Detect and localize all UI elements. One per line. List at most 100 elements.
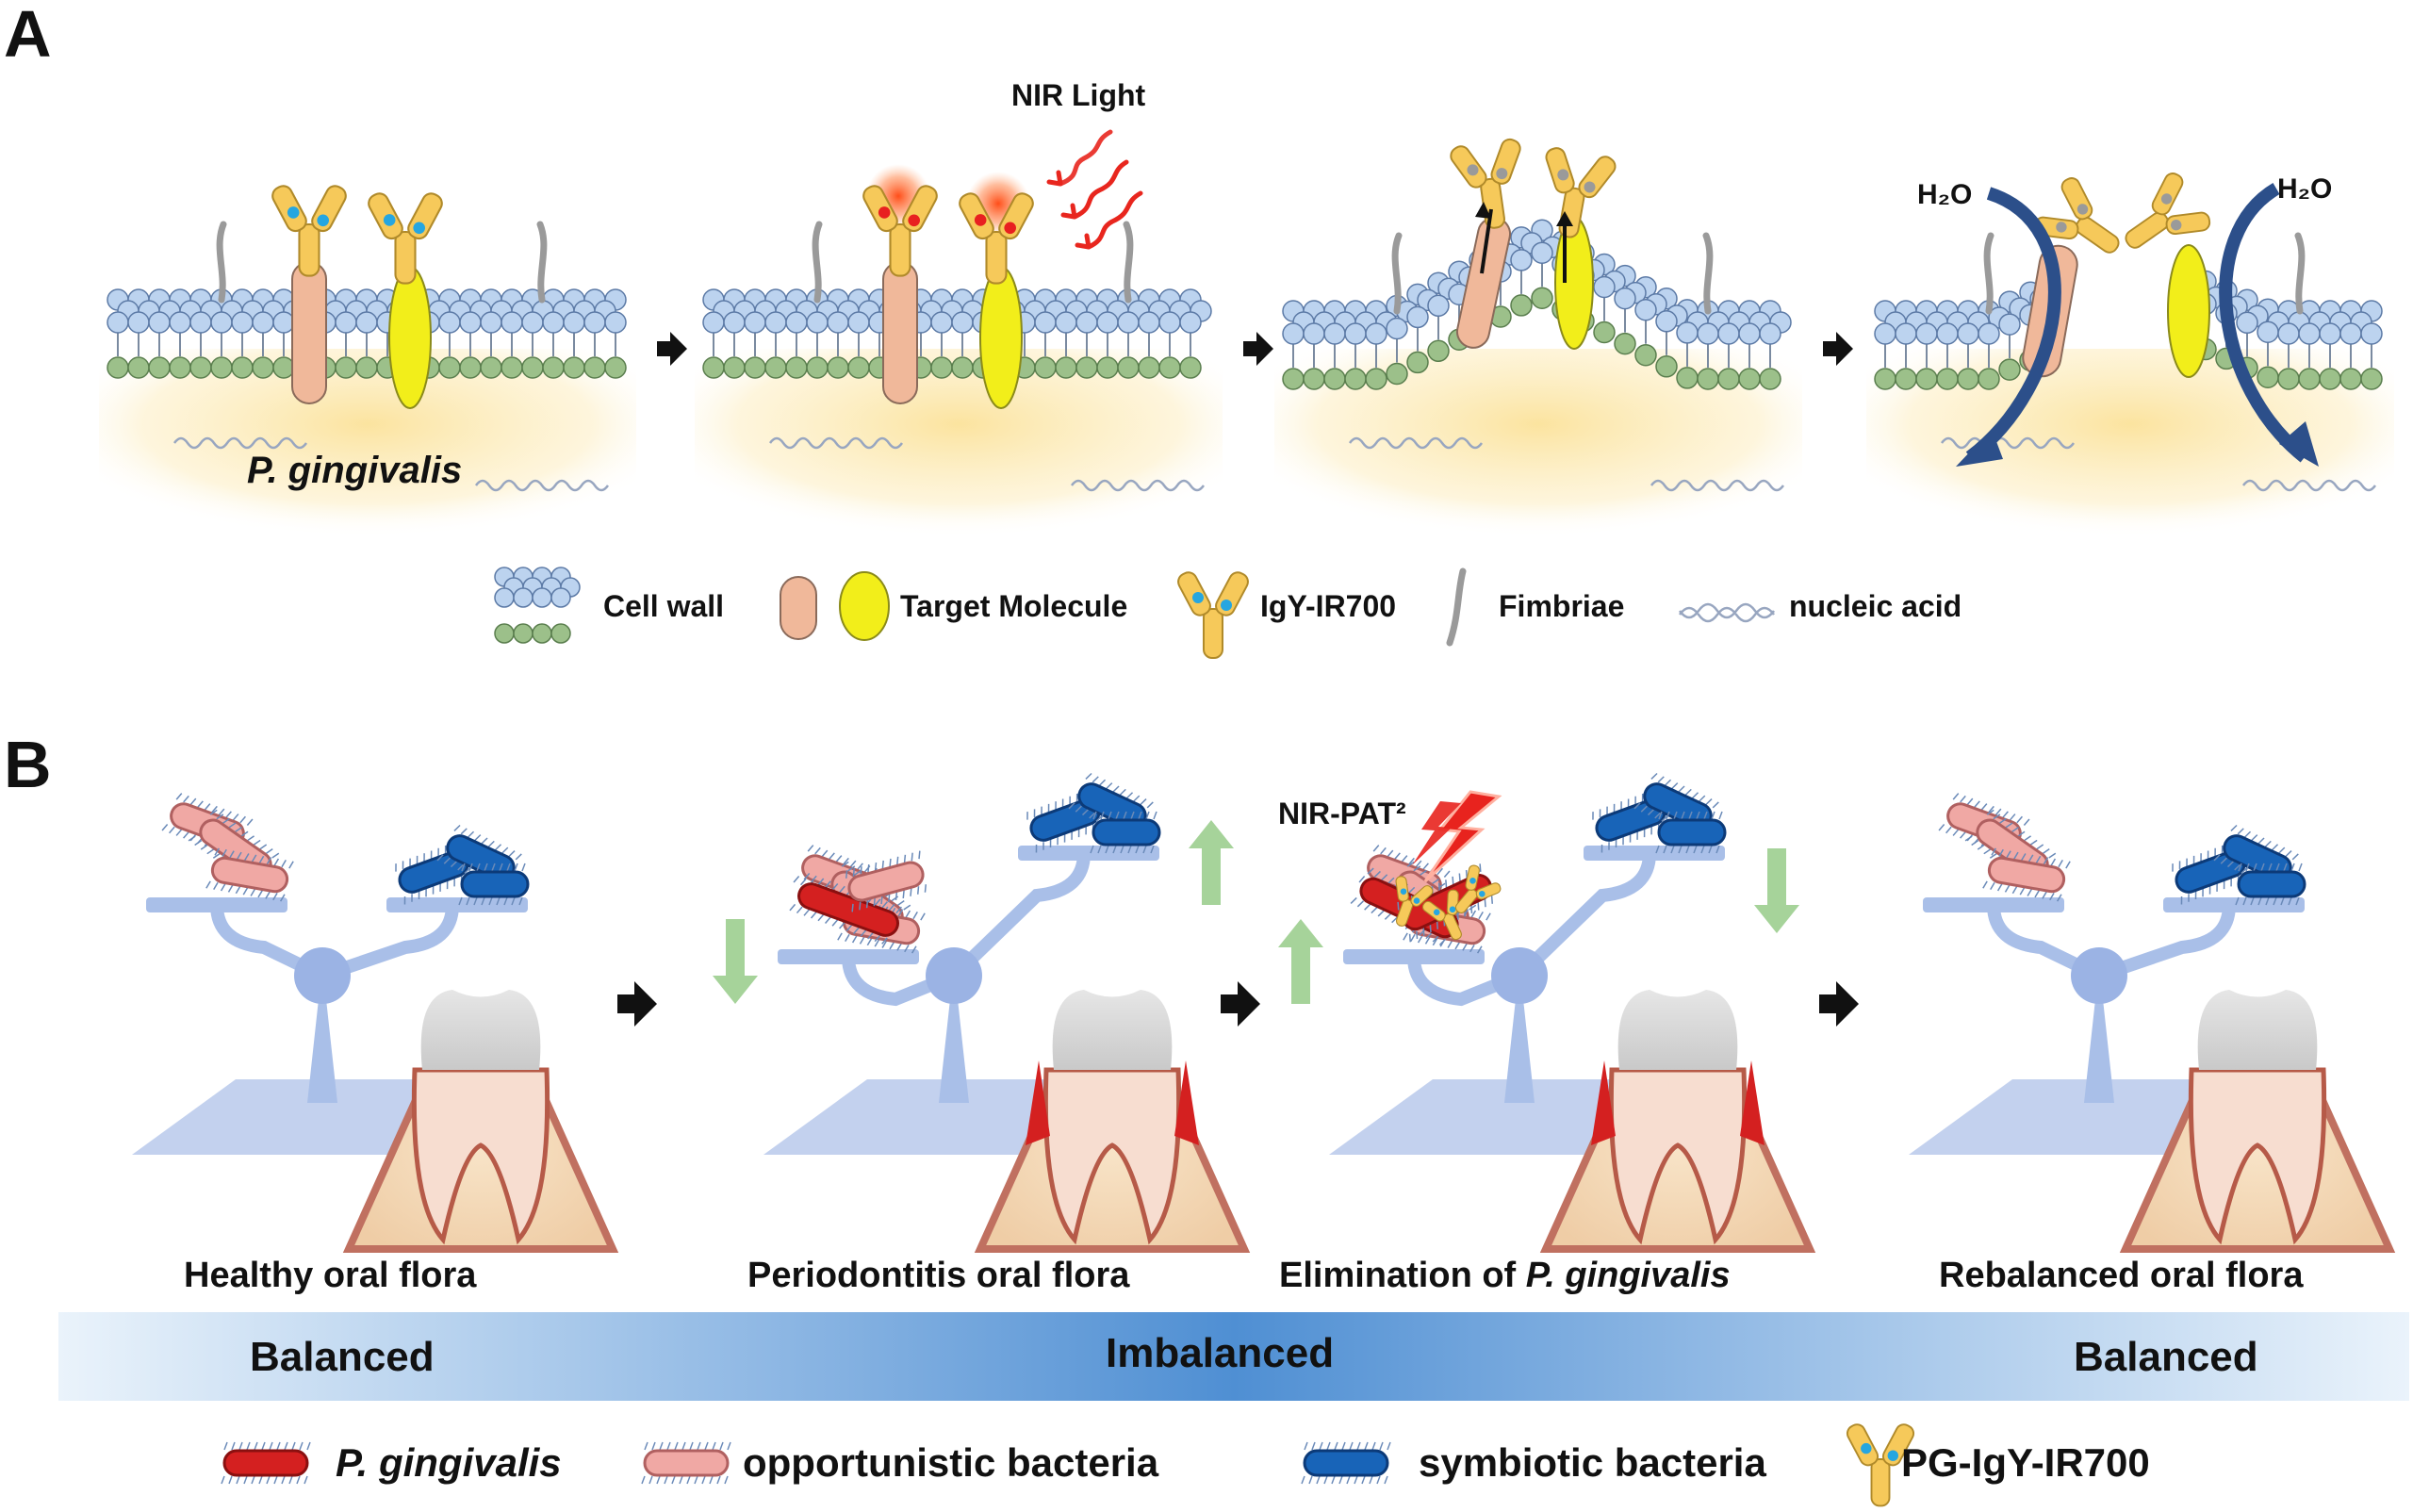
nucleic-acid-legend-icon [1678,602,1776,623]
increase-arrow-icon [1189,820,1234,905]
igy-antibody-icon [271,185,347,277]
balance-scale [132,793,619,1253]
igy-antibody-icon [2125,173,2211,249]
fimbriae-icon [1702,232,1714,315]
caption-healthy: Healthy oral flora [184,1256,477,1295]
opportunistic-bacterium-icon [1982,847,2071,902]
nucleic-acid-icon [1348,436,1484,450]
scale-arm-left-icon [210,904,326,982]
fimbriae-icon [1983,232,1994,315]
tooth-root-icon [411,1067,550,1245]
legend-symbiotic: symbiotic bacteria [1419,1440,1766,1485]
igy-antibody-icon [368,192,443,285]
scale-pan-right-icon [386,897,528,912]
bar-label-right: Balanced [2074,1334,2258,1380]
fimbriae-icon [812,221,823,304]
balance-scale [1909,793,2396,1253]
legend-pg-igy: PG-IgY-IR700 [1901,1440,2150,1485]
scale-arm-left-icon [1987,904,2103,982]
tooth-icon [342,990,619,1253]
igy-legend-icon [1177,571,1249,659]
symbiotic-bacterium-icon [2235,863,2306,906]
nucleic-acid-icon [474,479,610,492]
opportunistic-bacterium-icon [205,847,294,902]
panel-b-label: B [4,728,52,801]
step-arrow-icon [1243,332,1273,366]
nucleic-acid-icon [1070,479,1206,492]
nucleic-acid-icon [1940,436,2076,450]
scale-pivot-icon [294,947,351,1004]
igy-antibody-icon [1395,876,1434,927]
caption-elimination-species: P. gingivalis [1526,1256,1731,1295]
scale-pan-left-icon [1923,897,2064,912]
scale-arm-left-icon [1407,956,1522,1007]
opportunistic-bacterium-icon [845,850,927,912]
scale-arm-right-icon [320,904,459,982]
legend-fimbriae: Fimbriae [1499,589,1624,623]
legend-pg: P. gingivalis [336,1440,562,1485]
caption-rebalanced: Rebalanced oral flora [1939,1256,2304,1295]
fimbriae-icon [216,221,227,304]
water-efflux-arrow-icon [2219,182,2309,463]
up-arrow-head-icon [1475,202,1491,219]
tooth-crown-icon [2197,990,2318,1070]
bar-label-left: Balanced [250,1334,435,1380]
target-molecule-legend-icon [780,571,890,641]
scale-arm-right-icon [1515,852,1656,981]
igy-antibody-icon [2033,177,2120,254]
tooth-root-icon [2188,1067,2327,1245]
opportunistic-legend-icon [641,1441,731,1485]
symbiotic-bacterium-icon [1655,811,1727,854]
water-label-left: H₂O [1917,179,1972,210]
panel-a-label: A [4,0,52,71]
symbiotic-bacterium-icon [1090,811,1161,854]
balance-scenes [132,772,2396,1253]
water-arrow-head-icon [2279,421,2319,467]
inflamed-gum-icon [1740,1060,1765,1145]
membrane-stage-2 [695,164,1223,537]
decrease-arrow-icon [713,919,758,1004]
scale-pan-right-icon [2163,897,2305,912]
legend-nucleic-acid: nucleic acid [1789,589,1962,623]
cell-wall-legend-icon [494,567,581,644]
target-molecule-yellow [2167,244,2210,378]
water-arrow-head-icon [1956,429,2003,467]
fimbriae-icon [1391,232,1403,315]
nir-pat-label: NIR-PAT² [1278,797,1406,830]
up-arrow-icon [1480,208,1493,274]
scale-arm-left-icon [842,956,957,1007]
step-arrow-icon [1823,332,1853,366]
symbiotic-legend-rod [1301,1441,1391,1485]
balance-scale [1278,772,1816,1253]
increase-arrow-icon [1278,919,1323,1004]
scale-pivot-icon [926,947,982,1004]
tooth-crown-icon [420,990,541,1070]
symbiotic-legend-icon [1301,1441,1391,1485]
pg-legend-icon [221,1441,311,1485]
nucleic-acid-icon [2241,479,2377,492]
tooth-crown-icon [1617,990,1738,1070]
water-influx-arrow-icon [1965,187,2061,463]
inflamed-gum-icon [1591,1060,1616,1145]
legend-target-molecule: Target Molecule [900,589,1127,623]
symbiotic-bacterium-icon [458,863,530,906]
scale-pivot-icon [1491,947,1548,1004]
scale-pivot-icon [2071,947,2127,1004]
target-molecule-yellow [388,266,432,409]
fimbriae-icon [536,221,548,304]
lipid-bilayer [107,288,627,379]
balance-scale [713,772,1251,1253]
legend-igy: IgY-IR700 [1260,589,1396,623]
up-arrow-head-icon [1556,211,1573,226]
water-label-right: H₂O [2277,173,2332,205]
nir-light-label: NIR Light [1011,78,1146,112]
nucleic-acid-icon [768,436,904,450]
scale-pan-left-icon [1343,949,1485,964]
step-arrow-icon [617,981,657,1027]
pg-legend-rod [221,1441,311,1485]
tooth-icon [2119,990,2396,1253]
tooth-root-icon [1608,1067,1748,1245]
scale-pan-left-icon [778,949,919,964]
step-arrow-icon [657,332,687,366]
igy-antibody-icon [1846,1423,1915,1507]
